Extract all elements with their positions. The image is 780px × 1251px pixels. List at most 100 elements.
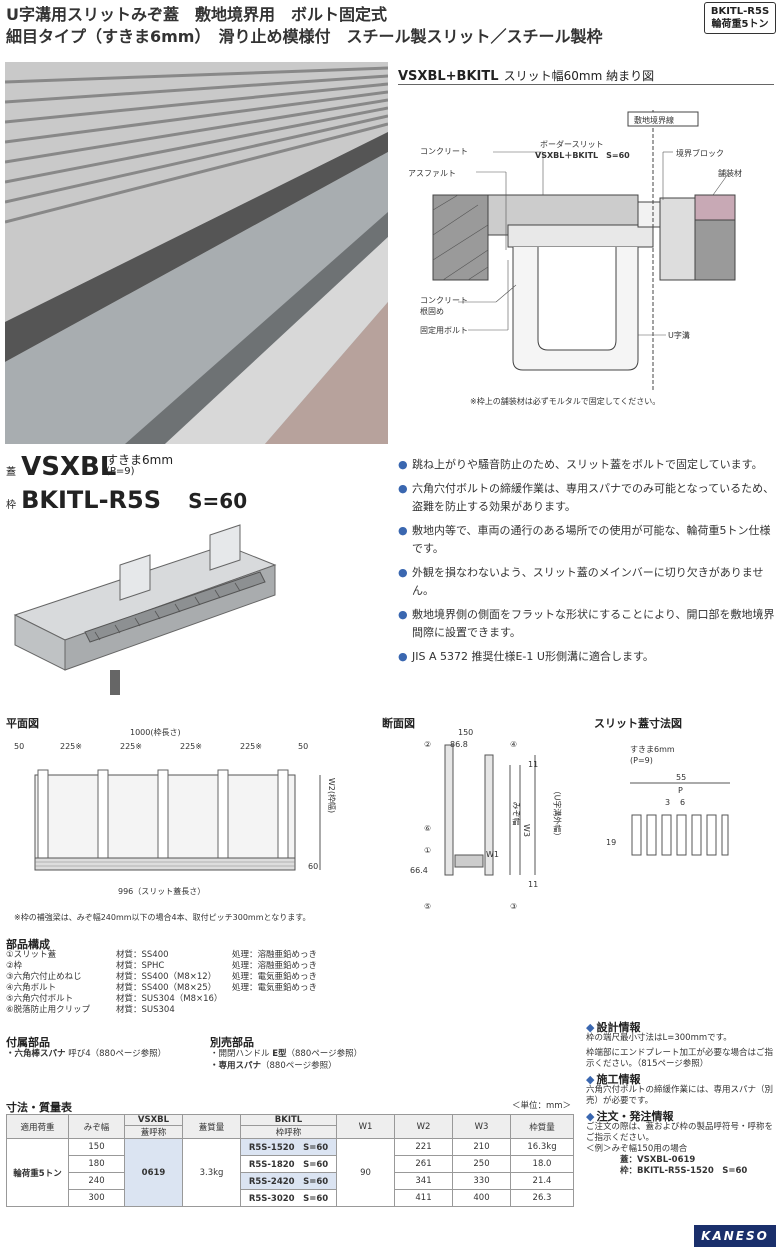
part-material: 材質：SPHC [116,961,165,971]
order-example-frame: 枠：BKITL-R5S-1520 S=60 [620,1166,748,1176]
section-n2: ② [424,740,432,749]
page-header: U字溝用スリットみぞ蓋 敷地境界用 ボルト固定式 細目タイプ（すきま6mm） 滑… [6,4,602,48]
th-mass: 枠質量 [510,1114,574,1139]
feature-item: 外観を損なわないよう、スリット蓋のメインバーに切り欠きがありません。 [398,564,776,600]
separate-item-1: ・開閉ハンドル E型（880ページ参照） [210,1049,362,1060]
part-name: ③六角穴付止めねじ [6,972,82,982]
part-material: 材質：SS400（M8×12） [116,972,217,982]
part-name: ⑤六角穴付ボルト [6,994,74,1004]
th-vsxbl: VSXBL [124,1114,183,1126]
parts-title: 部品構成 [6,938,50,951]
order-example: ＜例＞みぞ幅150用の場合 [586,1144,688,1154]
plan-title: 平面図 [6,717,39,730]
cell-lid: 0619 [124,1138,183,1207]
part-process: 処理：溶融亜鉛めっき [232,950,318,960]
badge-load: 輪荷重5トン [711,19,769,30]
th-w3: W3 [452,1114,511,1139]
lid-gap: すきま6mm [106,453,174,467]
plan-drawing [34,769,321,871]
part-process: 処理：溶融亜鉛めっき [232,961,318,971]
th-bkitl: BKITL [240,1114,337,1126]
section-n5: ⑤ [424,902,432,911]
product-render [13,524,277,695]
section-d11b: 11 [528,880,539,889]
section-w3: W3 [522,824,531,837]
cell-width: 240 [68,1172,125,1190]
part-process: 処理：電気亜鉛めっき [232,972,318,982]
cell-w2: 261 [394,1155,453,1173]
accessory-name: ・六角棒スパナ [6,1049,66,1059]
feature-item: 敷地内等で、車両の通行のある場所での使用が可能な、輪荷重5トン仕様です。 [398,522,776,558]
install-note: ※枠上の舗装材は必ずモルタルで固定してください。 [470,397,661,406]
section-w1: W1 [486,850,499,859]
slit-title: スリット蓋寸法図 [594,717,682,730]
th-w2: W2 [394,1114,453,1139]
cell-mass: 26.3 [510,1189,574,1207]
parts-item: ⑥脱落防止用クリップ材質：SUS304 [6,1005,366,1016]
cell-w3: 250 [452,1155,511,1173]
section-n6: ⑥ [424,824,432,833]
th-load: 適用荷重 [6,1114,69,1139]
cell-w3: 400 [452,1189,511,1207]
frame-mark: 枠 [6,500,16,511]
th-w1: W1 [336,1114,395,1139]
cell-mass: 21.4 [510,1172,574,1190]
separate-name-2: ・専用スパナ [210,1061,262,1071]
install-title-model: VSXBL+BKITL [398,69,499,84]
table-row: 輪荷重5トン 150 0619 3.3kg R5S-1520 S=60 90 2… [6,1138,574,1207]
kaneso-logo: KANESO [694,1225,776,1247]
label-bolt: 固定用ボルト [420,326,468,335]
cell-frame: R5S-1520 S=60 [240,1138,337,1156]
feature-item: 跳ね上がりや騒音防止のため、スリット蓋をボルトで固定しています。 [398,456,776,474]
cell-load: 輪荷重5トン [6,1138,69,1207]
label-u-channel: U字溝 [668,331,690,340]
table-row: 180 R5S-1820 S=60 261 250 18.0 [7,1155,574,1173]
dimension-table: 適用荷重 みぞ幅 VSXBL 蓋質量 BKITL W1 W2 W3 枠質量 蓋呼… [6,1114,574,1207]
separate-item-2: ・専用スパナ（880ページ参照） [210,1061,337,1072]
parts-item: ③六角穴付止めねじ 材質：SS400（M8×12） 処理：電気亜鉛めっき [6,972,366,983]
parts-item: ⑤六角穴付ボルト材質：SUS304（M8×16） [6,994,366,1005]
order-text: ご注文の際は、蓋および枠の製品呼符号・呼称をご指示ください。 [586,1122,774,1143]
install-title-rest: スリット幅60mm 納まり図 [503,69,655,83]
install-diagram [432,110,736,390]
plan-span-1: 225※ [60,742,82,751]
slit-w55: 55 [676,773,687,782]
parts-list: ①スリット蓋 材質：SS400 処理：溶融亜鉛めっき ②枠 材質：SPHC 処理：溶融亜… [6,950,366,1016]
label-paving: 舗装材 [718,169,742,178]
cell-frame: R5S-1820 S=60 [240,1155,337,1173]
separate-detail-1: （880ページ参照） [286,1049,363,1059]
label-boundary: 敷地境界線 [634,116,674,125]
cell-mass: 16.3kg [510,1138,574,1156]
slit-pitch: (P=9) [630,756,653,765]
parts-item: ②枠 材質：SPHC 処理：溶融亜鉛めっき [6,961,366,972]
build-text: 六角穴付ボルトの締緩作業には、専用スパナ（別売）が必要です。 [586,1085,774,1106]
part-name: ②枠 [6,961,23,971]
section-n3: ③ [510,902,518,911]
cell-w2: 341 [394,1172,453,1190]
section-d11a: 11 [528,760,539,769]
lid-spec: すきま6mm (P=9) [106,454,173,478]
cell-w3: 330 [452,1172,511,1190]
cell-w1: 90 [336,1138,395,1207]
plan-end-left: 50 [14,742,25,751]
separate-title: 別売部品 [210,1036,254,1049]
table-unit: ＜単位：mm＞ [512,1101,572,1111]
feature-item: JIS A 5372 推奨仕様E-1 U形側溝に適合します。 [398,648,776,666]
cell-w2: 411 [394,1189,453,1207]
slit-d6: 6 [680,798,686,807]
header-line2: 細目タイプ（すきま6mm） 滑り止め模様付 スチール製スリット／スチール製枠 [6,27,603,46]
lid-name: VSXBL [21,452,117,482]
plan-slit-length: 996（スリット蓋長さ） [118,887,206,896]
cell-width: 180 [68,1155,125,1173]
part-name: ①スリット蓋 [6,950,57,960]
design-title: 設計情報 [586,1022,776,1033]
label-border-slit: ボーダースリット [540,140,604,149]
design-text-2: 枠端部にエンドプレート加工が必要な場合はご指示ください。（815ページ参照） [586,1048,774,1069]
cell-w2: 221 [394,1138,453,1156]
part-name: ⑥脱落防止用クリップ [6,1005,91,1015]
part-material: 材質：SS400 [116,950,169,960]
badge-model: BKITL-R5S [710,6,770,17]
info-panel: 設計情報 枠の端尺最小寸法はL=300mmです。 枠端部にエンドプレート加工が必… [586,1018,776,1177]
section-w3b: （U字溝外幅） [552,786,562,841]
build-title: 施工情報 [586,1074,776,1085]
